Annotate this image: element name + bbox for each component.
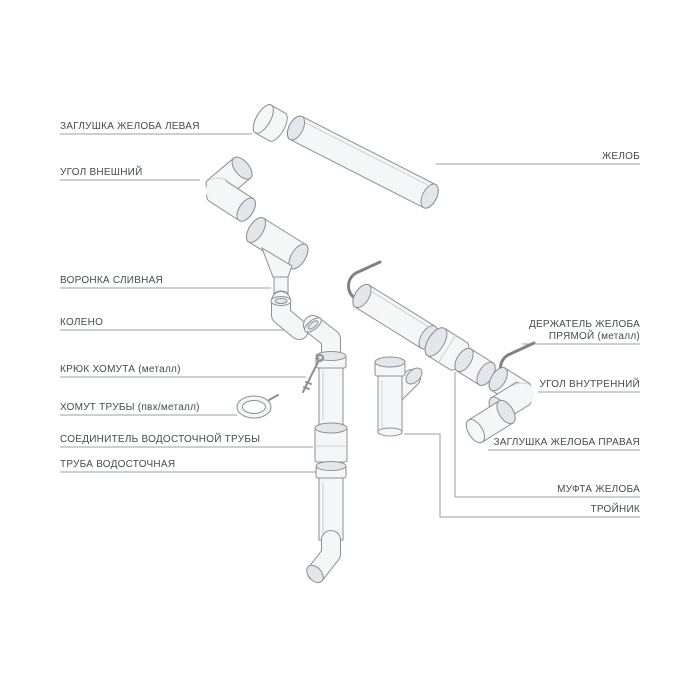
part-downpipe-connector [314,422,348,463]
label-gutter-bracket: ДЕРЖАТЕЛЬ ЖЕЛОБА ПРЯМОЙ (металл) [528,319,640,342]
part-tee [374,356,423,437]
label-pipe-clamp: ХОМУТ ТРУБЫ (пвх/металл) [60,401,200,413]
label-drain-funnel: ВОРОНКА СЛИВНАЯ [60,274,164,286]
label-downpipe: ТРУБА ВОДОСТОЧНАЯ [60,458,176,470]
part-downpipe-lower [315,461,347,541]
label-elbow: КОЛЕНО [60,316,104,328]
part-gutter [286,115,439,209]
label-downpipe-connector: СОЕДИНИТЕЛЬ ВОДОСТОЧНОЙ ТРУБЫ [60,433,261,445]
label-gutter-end-cap-left: ЗАГЛУШКА ЖЕЛОБА ЛЕВАЯ [60,120,200,132]
part-pipe-clamp [236,394,279,419]
label-gutter-end-cap-right: ЗАГЛУШКА ЖЕЛОБА ПРАВАЯ [493,436,640,448]
label-corner-external: УГОЛ ВНЕШНИЙ [60,166,143,178]
label-clamp-hook: КРЮК ХОМУТА (металл) [60,363,181,375]
part-downpipe-outlet [306,530,341,584]
part-gutter-end-cap-left [252,104,288,142]
part-drain-funnel [245,217,309,300]
leader-tee [404,433,640,518]
part-gutter-segment-3 [454,347,496,386]
label-gutter: ЖЕЛОБ [601,150,640,162]
part-gutter-end-cap-right [465,399,516,444]
label-gutter-coupling: МУФТА ЖЕЛОБА [557,483,640,495]
label-tee: ТРОЙНИК [590,503,640,515]
leader-gutter-coupling [454,372,640,498]
part-downpipe-upper [315,351,347,425]
part-corner-external [205,156,256,222]
part-clamp-hook [302,354,324,393]
part-elbow-1 [270,291,309,340]
label-corner-internal: УГОЛ ВНУТРЕННИЙ [539,378,640,390]
leader-lines [60,133,640,518]
